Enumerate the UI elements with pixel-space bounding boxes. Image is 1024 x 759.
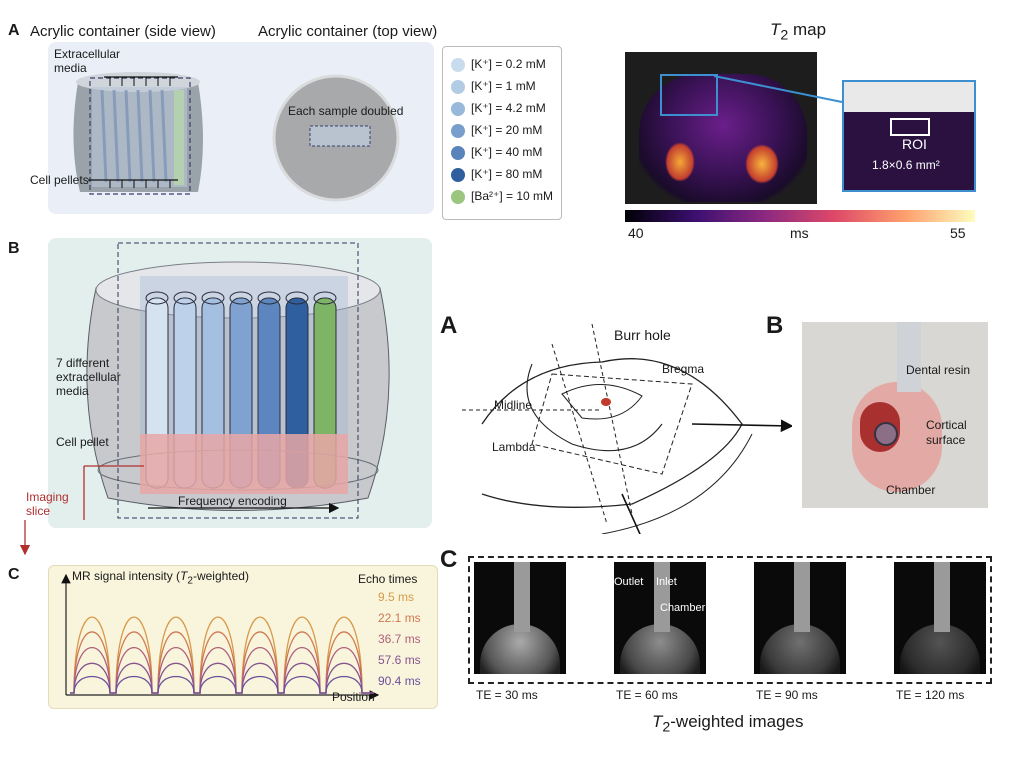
echo-time-label: 57.6 ms	[378, 653, 421, 667]
sample-tube-top	[173, 291, 197, 305]
bregma-label: Bregma	[662, 362, 705, 376]
legend-swatch	[451, 101, 465, 116]
legend-label: [K⁺] = 40 mM	[471, 145, 543, 159]
panel-a-letter: A	[8, 22, 20, 39]
rat-panel-a-letter: A	[440, 312, 458, 339]
t2map-colorbar	[625, 210, 975, 222]
roi-label: ROI	[902, 136, 927, 152]
rat-photo	[802, 322, 988, 508]
sample-doubled-label: Each sample doubled	[288, 104, 404, 118]
te-label: TE = 120 ms	[896, 688, 965, 702]
inlet-label: Inlet	[656, 576, 677, 588]
outlet-label: Outlet	[614, 576, 644, 588]
legend-row: [K⁺] = 20 mM	[451, 123, 542, 138]
legend-label: [K⁺] = 1 mM	[471, 79, 536, 93]
mr-images-frame	[468, 556, 992, 684]
panel-b-drawing	[83, 242, 390, 520]
rat-schematic	[462, 323, 792, 534]
mr-image	[754, 562, 846, 674]
echo-time-label: 36.7 ms	[378, 632, 421, 646]
rat-panel-b-letter: B	[766, 312, 784, 339]
t2map-title: T2 map	[770, 20, 827, 44]
concentration-legend: [K⁺] = 0.2 mM [K⁺] = 1 mM [K⁺] = 4.2 mM [K⁺…	[442, 46, 562, 220]
echo-time-label: 9.5 ms	[378, 590, 415, 604]
legend-row: [K⁺] = 40 mM	[451, 145, 542, 160]
top-view-title: Acrylic container (top view)	[258, 23, 438, 40]
legend-label: [K⁺] = 0.2 mM	[471, 57, 546, 71]
midline-label: Midline	[494, 398, 533, 412]
dental-resin-label: Dental resin	[906, 363, 971, 377]
cbar-min: 40	[628, 225, 644, 241]
media-label: 7 different extracellular media	[56, 356, 121, 398]
sample-tube-top	[257, 291, 281, 305]
signal-ylabel: MR signal intensity (T2-weighted)	[72, 569, 249, 587]
sample-tube-top	[285, 291, 309, 305]
legend-swatch	[451, 79, 465, 94]
legend-row: [K⁺] = 1 mM	[451, 79, 536, 94]
pellet-label: Cell pellet	[56, 435, 109, 449]
echo-time-label: 22.1 ms	[378, 611, 421, 625]
t2w-caption: T2-weighted images	[652, 712, 804, 736]
legend-label: [K⁺] = 4.2 mM	[471, 101, 546, 115]
legend-swatch	[451, 167, 465, 182]
legend-swatch	[451, 57, 465, 72]
cortical-surface-label: Cortical surface	[926, 418, 967, 447]
mr-image	[474, 562, 566, 674]
legend-label: [Ba²⁺] = 10 mM	[471, 189, 554, 203]
burr-hole-label: Burr hole	[614, 327, 671, 343]
echo-time-label: 90.4 ms	[378, 674, 421, 688]
legend-row: [Ba²⁺] = 10 mM	[451, 189, 553, 204]
top-samples-box	[309, 125, 371, 147]
side-tubes	[100, 89, 168, 183]
sample-tube-top	[201, 291, 225, 305]
chamber2-label: Chamber	[660, 602, 706, 614]
extracellular-label: Extracellular media	[54, 47, 121, 75]
legend-swatch	[451, 123, 465, 138]
signal-plot	[61, 573, 380, 700]
lambda-label: Lambda	[492, 440, 536, 454]
t2map-image	[625, 52, 817, 204]
legend-row: [K⁺] = 0.2 mM	[451, 57, 546, 72]
chamber-label: Chamber	[886, 483, 936, 497]
te-label: TE = 30 ms	[476, 688, 538, 702]
side-ba-tube	[174, 90, 184, 185]
te-label: TE = 60 ms	[616, 688, 678, 702]
mr-image	[894, 562, 986, 674]
legend-row: [K⁺] = 80 mM	[451, 167, 542, 182]
side-view-title: Acrylic container (side view)	[30, 23, 216, 40]
roi-size: 1.8×0.6 mm²	[872, 158, 940, 172]
sample-tube-top	[145, 291, 169, 305]
sample-tube-top	[229, 291, 253, 305]
cbar-max: 55	[950, 225, 966, 241]
echo-times-title: Echo times	[358, 572, 418, 586]
sample-tube-top	[313, 291, 337, 305]
echo-curve	[70, 676, 374, 694]
te-label: TE = 90 ms	[756, 688, 818, 702]
roi-zoom-box: ROI 1.8×0.6 mm²	[842, 80, 976, 192]
signal-xlabel: Position	[332, 690, 375, 704]
cell-pellets-label: Cell pellets	[30, 173, 89, 187]
cbar-unit: ms	[790, 225, 809, 241]
panel-c-letter: C	[8, 566, 20, 583]
mr-image	[614, 562, 706, 674]
legend-row: [K⁺] = 4.2 mM	[451, 101, 546, 116]
imaging-slice-label: Imaging slice	[26, 490, 69, 518]
panel-a-drawing	[73, 72, 400, 202]
frequency-encoding-label: Frequency encoding	[178, 494, 287, 508]
rat-panel-c-letter: C	[440, 546, 458, 573]
legend-label: [K⁺] = 80 mM	[471, 167, 543, 181]
side-dashed-box	[89, 77, 191, 195]
legend-swatch	[451, 189, 465, 204]
panel-b-letter: B	[8, 240, 20, 257]
legend-swatch	[451, 145, 465, 160]
legend-label: [K⁺] = 20 mM	[471, 123, 543, 137]
